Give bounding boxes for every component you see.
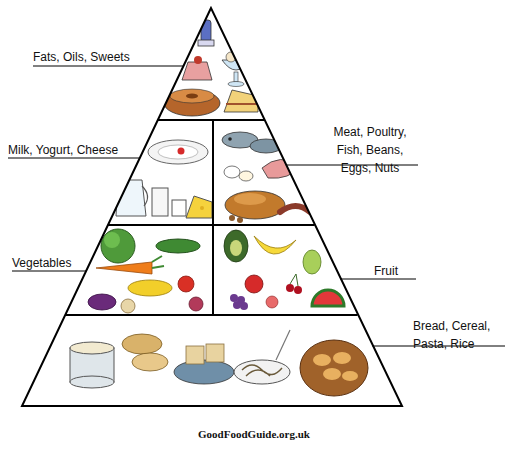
food-group-label-text: Vegetables: [12, 256, 71, 270]
food-group-label: Fruit: [374, 261, 434, 279]
pyramid-outline: [22, 8, 402, 406]
food-group-label: Meat, Poultry, Fish, Beans, Eggs, Nuts: [325, 122, 415, 176]
food-group-label-text: Milk, Yogurt, Cheese: [8, 143, 118, 157]
food-group-label: Bread, Cereal, Pasta, Rice: [413, 316, 501, 352]
food-group-label: Milk, Yogurt, Cheese: [8, 140, 148, 158]
leader-lines: [8, 66, 505, 346]
source-credit-text: GoodFoodGuide.org.uk: [198, 428, 310, 440]
food-group-label-text: Bread, Cereal, Pasta, Rice: [413, 319, 490, 351]
food-group-label-text: Fruit: [374, 264, 398, 278]
food-group-label: Fats, Oils, Sweets: [33, 47, 183, 65]
food-group-label-text: Meat, Poultry, Fish, Beans, Eggs, Nuts: [333, 125, 406, 175]
source-credit: GoodFoodGuide.org.uk: [164, 424, 344, 442]
pyramid-ground: [22, 8, 402, 406]
food-group-label-text: Fats, Oils, Sweets: [33, 50, 130, 64]
food-illustrations: [70, 20, 368, 396]
food-group-label: Vegetables: [12, 253, 102, 271]
